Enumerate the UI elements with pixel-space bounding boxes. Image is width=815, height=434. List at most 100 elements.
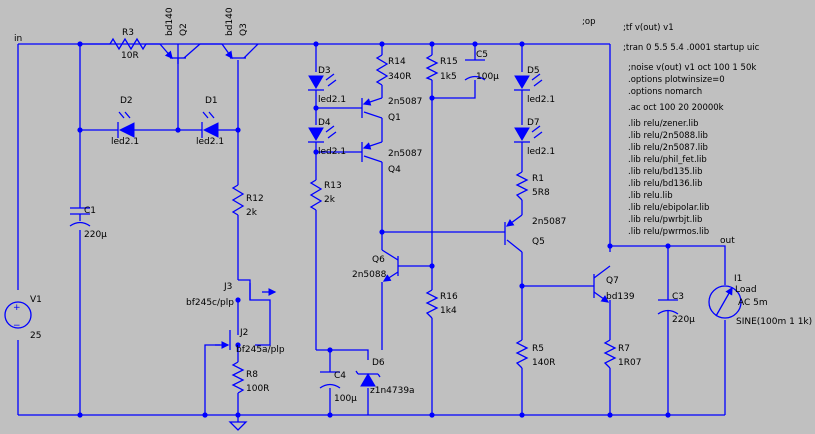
label-d6-name: D6: [372, 358, 385, 368]
label-r5-value: 140R: [532, 358, 555, 368]
label-q2-value: bd140: [165, 7, 175, 36]
label-d7-name: D7: [527, 118, 540, 128]
transistor-q4[interactable]: [361, 141, 383, 163]
led-d2[interactable]: [117, 111, 135, 138]
directive-lib-bd136: .lib relu/bd136.lib: [628, 179, 703, 189]
label-d6-value: z1n4739a: [370, 386, 415, 396]
jfet-j2[interactable]: [215, 330, 231, 350]
label-q1-value: 2n5087: [388, 97, 422, 107]
label-q5-value: 2n5087: [532, 217, 566, 227]
resistor-r13[interactable]: [309, 179, 323, 211]
ground-symbol: [228, 421, 248, 431]
label-r8-name: R8: [246, 370, 258, 380]
directive-lib-bd135: .lib relu/bd135.lib: [628, 167, 703, 177]
led-d7[interactable]: [514, 125, 543, 143]
directive-lib-zener: .lib relu/zener.lib: [628, 119, 699, 129]
label-q7-value: bd139: [606, 292, 635, 302]
transistor-q1[interactable]: [361, 97, 383, 119]
label-r15-name: R15: [440, 57, 458, 67]
label-c4-value: 100µ: [334, 394, 357, 404]
svg-text:−: −: [13, 321, 21, 331]
capacitor-c5[interactable]: [464, 59, 486, 81]
label-q6-name: Q6: [372, 255, 385, 265]
label-r1-value: 5R8: [532, 188, 550, 198]
resistor-r1[interactable]: [515, 171, 529, 201]
label-r3-name: R3: [122, 28, 134, 38]
label-d5-name: D5: [527, 66, 540, 76]
label-d2-value: led2.1: [111, 137, 139, 147]
label-j2-value: bf245a/plp: [236, 345, 285, 355]
zener-d6[interactable]: [355, 370, 381, 387]
label-r15-value: 1k5: [440, 72, 457, 82]
label-j3-value: bf245c/plp: [186, 298, 234, 308]
label-r13-name: R13: [324, 181, 342, 191]
resistor-r14[interactable]: [375, 54, 389, 86]
directive-lib-relu: .lib relu.lib: [628, 191, 673, 201]
label-c1-name: C1: [84, 206, 96, 216]
label-r16-value: 1k4: [440, 306, 457, 316]
directive-plotwinsize: .options plotwinsize=0: [628, 75, 725, 85]
label-c1-value: 220µ: [84, 230, 107, 240]
directive-ac: .ac oct 100 20 20000k: [628, 103, 724, 113]
label-r8-value: 100R: [246, 384, 269, 394]
resistor-r12[interactable]: [231, 184, 245, 216]
transistor-q5[interactable]: [504, 214, 523, 253]
directive-lib-phil-fet: .lib relu/phil_fet.lib: [628, 155, 707, 165]
directive-lib-2n5087: .lib relu/2n5087.lib: [628, 143, 708, 153]
jfet-j3[interactable]: [249, 283, 277, 300]
spice-directives: ;op ;tf v(out) v1 ;tran 0 5.5 5.4 .0001 …: [582, 17, 760, 237]
transistor-q2[interactable]: [159, 43, 201, 64]
label-q3-value: bd140: [225, 7, 235, 36]
led-d3[interactable]: [308, 73, 337, 91]
led-d5[interactable]: [514, 73, 543, 91]
voltage-source-v1[interactable]: + −: [4, 301, 32, 331]
current-source-i1[interactable]: [708, 285, 742, 319]
component-labels: V1 25 C1 220µ R3 10R bd140 Q2 bd140 Q3 D…: [30, 7, 812, 404]
label-c5-value: 100µ: [476, 72, 499, 82]
label-d3-value: led2.1: [318, 95, 346, 105]
label-r3-value: 10R: [121, 51, 139, 61]
label-c3-name: C3: [672, 292, 684, 302]
directive-lib-ebipolar: .lib relu/ebipolar.lib: [628, 203, 709, 213]
label-q3-name: Q3: [239, 23, 249, 36]
led-d4[interactable]: [308, 125, 337, 143]
label-d5-value: led2.1: [527, 95, 555, 105]
transistor-q6[interactable]: [381, 249, 399, 282]
directive-tf: ;tf v(out) v1: [623, 23, 674, 33]
label-r7-value: 1R07: [618, 358, 641, 368]
resistor-r8[interactable]: [231, 361, 245, 394]
label-c5-name: C5: [476, 50, 488, 60]
resistor-r7[interactable]: [603, 339, 617, 369]
directive-tran: ;tran 0 5.5 5.4 .0001 startup uic: [623, 43, 760, 53]
directive-nomarch: .options nomarch: [628, 87, 702, 97]
label-i1-ac: AC 5m: [738, 298, 768, 308]
label-d4-name: D4: [318, 118, 331, 128]
label-i1-value: Load: [735, 285, 757, 295]
directive-lib-pwrbjt: .lib relu/pwrbjt.lib: [628, 215, 702, 225]
label-r16-name: R16: [440, 292, 458, 302]
label-v1-value: 25: [30, 331, 41, 341]
label-q2-name: Q2: [179, 23, 189, 36]
capacitor-c4[interactable]: [319, 371, 341, 389]
junctions: [77, 41, 671, 418]
directive-lib-2n5088: .lib relu/2n5088.lib: [628, 131, 708, 141]
resistor-r15[interactable]: [425, 54, 439, 81]
capacitor-c3[interactable]: [657, 299, 679, 315]
label-q7-name: Q7: [606, 276, 619, 286]
transistor-q3[interactable]: [221, 43, 259, 60]
resistor-r16[interactable]: [425, 289, 439, 319]
led-d1[interactable]: [201, 111, 219, 138]
resistor-r5[interactable]: [515, 339, 529, 369]
resistor-r3[interactable]: [109, 37, 147, 51]
transistor-q7[interactable]: [593, 265, 611, 303]
label-q1-name: Q1: [388, 113, 401, 123]
label-i1-name: I1: [734, 274, 742, 284]
label-d1-value: led2.1: [196, 137, 224, 147]
capacitor-c1[interactable]: [69, 207, 91, 227]
label-d4-value: led2.1: [318, 147, 346, 157]
net-label-out: out: [720, 236, 735, 246]
label-i1-src: SINE(100m 1 1k): [736, 317, 812, 327]
net-label-in: in: [14, 34, 22, 44]
net-labels: in out: [14, 34, 735, 246]
